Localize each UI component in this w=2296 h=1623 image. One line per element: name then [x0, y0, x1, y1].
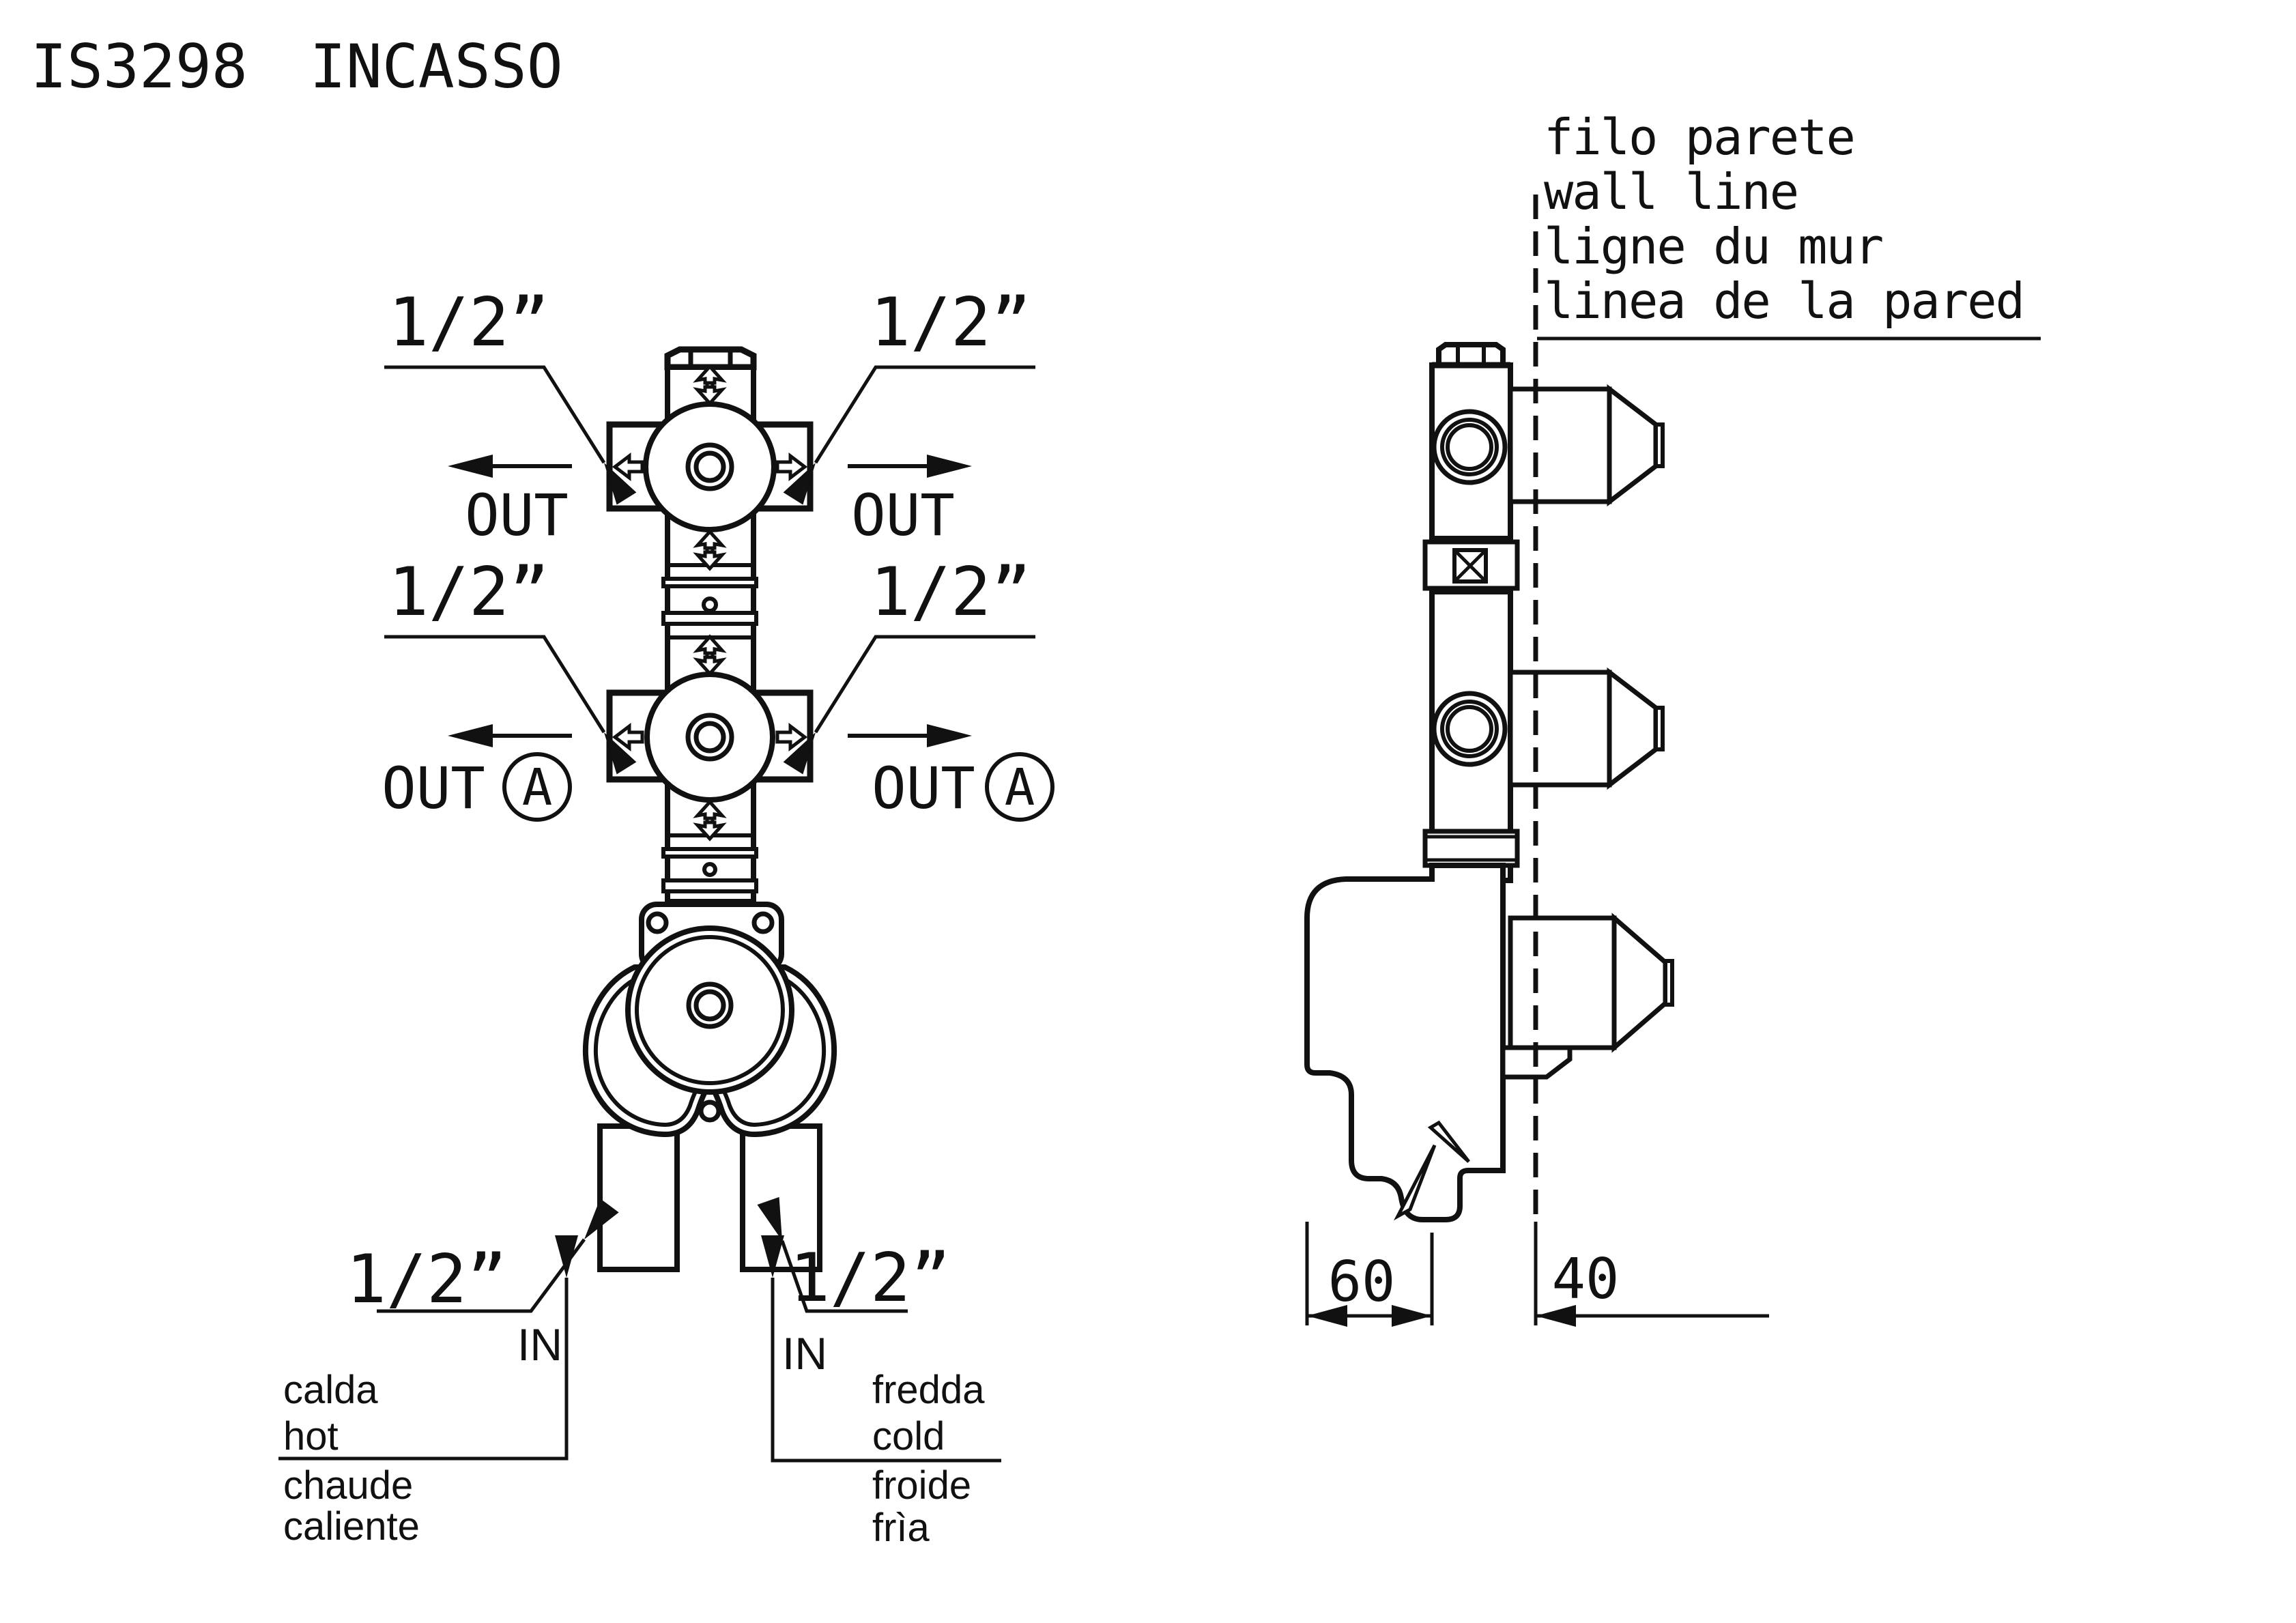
out-a-label: OUT: [382, 755, 485, 822]
hot-water-labels: calda hot chaude caliente: [283, 1368, 420, 1549]
out-a-label: OUT: [872, 755, 975, 822]
out-label-right: OUT: [851, 482, 955, 549]
flow-spikes-icon: [1393, 1120, 1470, 1221]
cone-tip-icon: [1654, 422, 1665, 468]
port-size-label: 1/2”: [790, 1239, 951, 1317]
cold-word: frìa: [872, 1506, 930, 1550]
front-view: 1/2” 1/2” 1/2” 1/2” 1/2” 1/2” OUT OUT OU…: [278, 284, 1054, 1550]
wall-line-labels: filo parete wall line ligne du mur linea…: [1537, 109, 2041, 341]
fixing-hole-icon: [702, 862, 717, 877]
side-view: filo parete wall line ligne du mur linea…: [1304, 109, 2041, 1327]
inlet-leg-left: [597, 1123, 680, 1272]
out-a-left: OUT A: [382, 752, 572, 822]
side-port-circle-2: [1431, 691, 1508, 767]
out-arrows-valve-2: [448, 724, 972, 747]
out-a-badge: A: [522, 758, 553, 817]
outlet-port-2: [1508, 667, 1665, 790]
arrow-left-icon: [448, 455, 493, 478]
arrow-right-icon: [927, 455, 972, 478]
wall-word: ligne du mur: [1544, 218, 1882, 275]
valve-1: [606, 367, 814, 569]
connector-section-2: [661, 833, 758, 903]
port-size-label: 1/2”: [388, 554, 549, 631]
hot-word: calda: [283, 1368, 378, 1412]
valve-2: [606, 637, 814, 839]
cold-word: froide: [872, 1463, 971, 1508]
inlet-leaders: [278, 1235, 1001, 1463]
cold-word: fredda: [872, 1368, 985, 1412]
port-size-label: 1/2”: [346, 1241, 507, 1319]
out-label-left: OUT: [465, 482, 569, 549]
port-size-label: 1/2”: [870, 554, 1031, 631]
lower-collar: [1422, 829, 1520, 868]
cone-tip-icon: [1654, 706, 1665, 751]
dim-arrow-icon: [1536, 1305, 1576, 1327]
in-label-right: IN: [782, 1328, 827, 1379]
notch-hole-icon: [698, 1100, 721, 1123]
outlet-port-1: [1508, 384, 1665, 507]
hot-word: hot: [283, 1414, 339, 1459]
side-port-circle-1: [1431, 409, 1508, 485]
valve-2-cartridge: [644, 672, 775, 803]
badge-circle-icon: [502, 752, 572, 822]
hot-word: chaude: [283, 1463, 413, 1508]
badge-circle-icon: [985, 752, 1054, 822]
dim-60-label: 60: [1328, 1250, 1396, 1315]
dim-arrow-icon: [1307, 1305, 1347, 1327]
hex-cap-side-icon: [1432, 342, 1510, 369]
stop-valve-collar: [1422, 536, 1520, 594]
dim-arrow-icon: [1392, 1305, 1432, 1327]
port-size-label: 1/2”: [870, 284, 1031, 362]
wall-word: wall line: [1544, 163, 1798, 220]
flange-hole-icon: [646, 911, 669, 934]
wall-word: linea de la pared: [1544, 272, 2024, 330]
out-a-right: OUT A: [872, 752, 1054, 822]
mixer-cap: [625, 925, 794, 1095]
out-a-badge: A: [1005, 758, 1035, 817]
dimensions: 60 40: [1305, 1222, 1769, 1327]
fixing-hole-icon: [702, 597, 718, 613]
in-label-left: IN: [517, 1319, 562, 1370]
arrow-left-icon: [448, 724, 493, 747]
drawing-title: IS3298 INCASSO: [31, 31, 563, 102]
cold-water-labels: fredda cold froide frìa: [872, 1368, 985, 1550]
outlet-port-3: [1508, 913, 1674, 1053]
cone-tip-icon: [1663, 959, 1674, 1007]
cold-word: cold: [872, 1414, 945, 1459]
side-mixer-body: [1304, 863, 1506, 1222]
mixer-body: [582, 902, 837, 1272]
arrow-right-icon: [927, 724, 972, 747]
wall-word: filo parete: [1544, 109, 1854, 166]
dim-40-label: 40: [1552, 1247, 1620, 1312]
flange-hole-icon: [751, 911, 775, 934]
out-arrows-valve-1: [448, 455, 972, 478]
hot-word: caliente: [283, 1504, 420, 1549]
port-size-label: 1/2”: [388, 284, 549, 362]
valve-1-cartridge: [643, 401, 777, 532]
